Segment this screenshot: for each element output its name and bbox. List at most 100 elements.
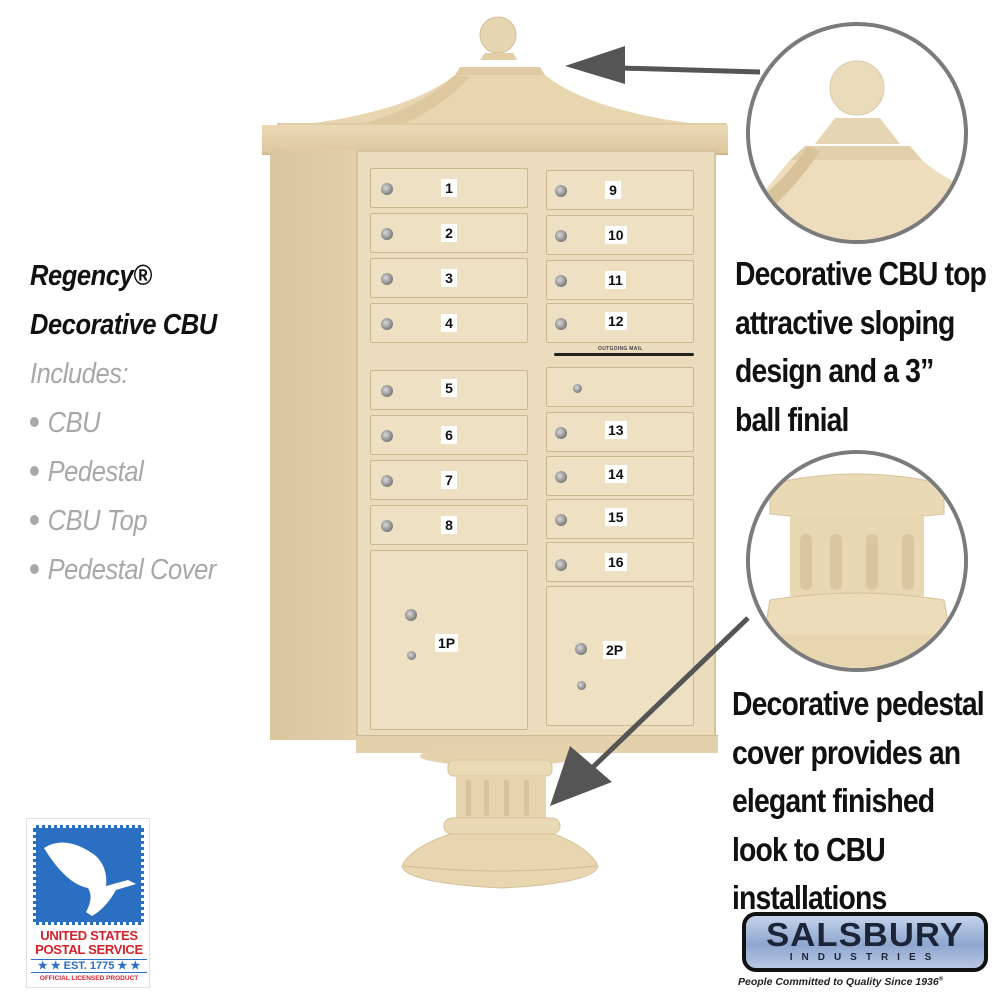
- door-number: 6: [441, 426, 457, 444]
- door-number: 4: [441, 314, 457, 332]
- mail-door-5[interactable]: 5: [370, 370, 528, 410]
- callout-line: look to CBU: [732, 830, 886, 868]
- locker-number: 1P: [435, 634, 459, 652]
- mail-door-12[interactable]: 12: [546, 303, 694, 343]
- product-title-line-2: Decorative CBU: [30, 309, 217, 341]
- lock-icon: [555, 275, 567, 287]
- mail-door-3[interactable]: 3: [370, 258, 528, 298]
- lock-icon: [555, 185, 567, 197]
- outgoing-mail-slot[interactable]: [554, 353, 694, 356]
- includes-item: CBU Top: [30, 497, 259, 546]
- keyhole-icon: [407, 651, 416, 660]
- finial-callout-text: Decorative CBU top attractive sloping de…: [735, 250, 987, 444]
- lock-icon: [555, 514, 567, 526]
- callout-line: elegant finished: [732, 782, 935, 819]
- arrow-to-pedestal: [550, 616, 750, 806]
- bullet-icon: [30, 564, 39, 575]
- lock-icon: [555, 559, 567, 571]
- brand-name: SALSBURY: [766, 916, 964, 953]
- usps-line-1: UNITED STATES: [40, 928, 138, 943]
- door-number: 12: [605, 312, 627, 330]
- door-number: 7: [441, 471, 457, 489]
- lock-icon: [555, 318, 567, 330]
- lock-icon: [555, 471, 567, 483]
- door-number: 8: [441, 516, 457, 534]
- door-number: 14: [605, 465, 627, 483]
- lock-icon: [381, 520, 393, 532]
- lock-icon: [555, 427, 567, 439]
- product-description: Regency® Decorative CBU Includes: CBU Pe…: [30, 252, 290, 595]
- usps-line-4: OFFICIAL LICENSED PRODUCT: [39, 975, 139, 982]
- door-number: 2: [441, 224, 457, 242]
- callout-line: ball finial: [735, 400, 849, 438]
- lock-icon: [381, 385, 393, 397]
- keyhole-icon: [577, 681, 586, 690]
- mail-door-8[interactable]: 8: [370, 505, 528, 545]
- brand-sub: INDUSTRIES: [789, 952, 941, 963]
- outgoing-mail-door[interactable]: [546, 367, 694, 407]
- pedestal-detail-inset: [746, 450, 968, 672]
- usps-line-3: ★ ★ EST. 1775 ★ ★: [31, 959, 147, 973]
- callout-line: design and a 3”: [735, 352, 934, 389]
- door-number: 3: [441, 269, 457, 287]
- door-number: 5: [441, 379, 457, 397]
- callout-line: installations: [732, 879, 887, 916]
- callout-line: cover provides an: [732, 733, 961, 771]
- product-title-line-1: Regency®: [30, 260, 152, 292]
- mail-door-13[interactable]: 13: [546, 412, 694, 452]
- pedestal-callout-text: Decorative pedestal cover provides an el…: [732, 680, 985, 923]
- mail-door-1[interactable]: 1: [370, 168, 528, 208]
- parcel-locker-1p[interactable]: 1P: [370, 550, 528, 730]
- mail-door-11[interactable]: 11: [546, 260, 694, 300]
- keyhole-icon: [573, 384, 582, 393]
- door-number: 13: [605, 421, 627, 439]
- bullet-icon: [30, 515, 39, 526]
- mail-door-14[interactable]: 14: [546, 456, 694, 496]
- salsbury-logo: SALSBURY INDUSTRIES: [742, 912, 988, 972]
- parcel-locker-2p[interactable]: 2P: [546, 586, 694, 726]
- lock-icon: [405, 609, 417, 621]
- mail-door-16[interactable]: 16: [546, 542, 694, 582]
- includes-label: Includes:: [30, 358, 129, 390]
- cbu-side-panel: [270, 150, 362, 740]
- mail-door-4[interactable]: 4: [370, 303, 528, 343]
- door-number: 15: [605, 508, 627, 526]
- lock-icon: [381, 430, 393, 442]
- mail-door-9[interactable]: 9: [546, 170, 694, 210]
- door-number: 16: [605, 553, 627, 571]
- bullet-icon: [30, 466, 39, 477]
- door-number: 1: [441, 179, 457, 197]
- lock-icon: [381, 183, 393, 195]
- door-number: 9: [605, 181, 621, 199]
- locker-number: 2P: [603, 641, 627, 659]
- cbu-front-panel: 1 2 3 4 5 6 7 8: [356, 150, 716, 745]
- usps-licensed-logo: UNITED STATES POSTAL SERVICE ★ ★ EST. 17…: [26, 818, 150, 988]
- callout-line: Decorative CBU top: [735, 255, 987, 292]
- finial-detail-inset: [746, 22, 968, 244]
- mail-door-15[interactable]: 15: [546, 499, 694, 539]
- outgoing-mail-label: OUTGOING MAIL: [598, 346, 643, 352]
- door-number: 10: [605, 226, 627, 244]
- mail-door-7[interactable]: 7: [370, 460, 528, 500]
- bullet-icon: [30, 417, 39, 428]
- eagle-icon: [44, 842, 136, 916]
- mail-door-6[interactable]: 6: [370, 415, 528, 455]
- callout-line: attractive sloping: [735, 303, 955, 341]
- pedestal-cover: [401, 748, 599, 889]
- usps-line-2: POSTAL SERVICE: [35, 942, 143, 957]
- lock-icon: [381, 318, 393, 330]
- lock-icon: [381, 273, 393, 285]
- pedestal-detail-image: [750, 454, 964, 668]
- mail-door-2[interactable]: 2: [370, 213, 528, 253]
- eagle-stamp-icon: [33, 825, 144, 925]
- mail-door-10[interactable]: 10: [546, 215, 694, 255]
- door-number: 11: [605, 271, 626, 289]
- includes-item: Pedestal Cover: [30, 546, 259, 595]
- callout-line: Decorative pedestal: [732, 685, 985, 722]
- lock-icon: [555, 230, 567, 242]
- lock-icon: [381, 475, 393, 487]
- lock-icon: [575, 643, 587, 655]
- lock-icon: [381, 228, 393, 240]
- includes-item: Pedestal: [30, 448, 259, 497]
- arrow-to-top-inset: [565, 46, 760, 84]
